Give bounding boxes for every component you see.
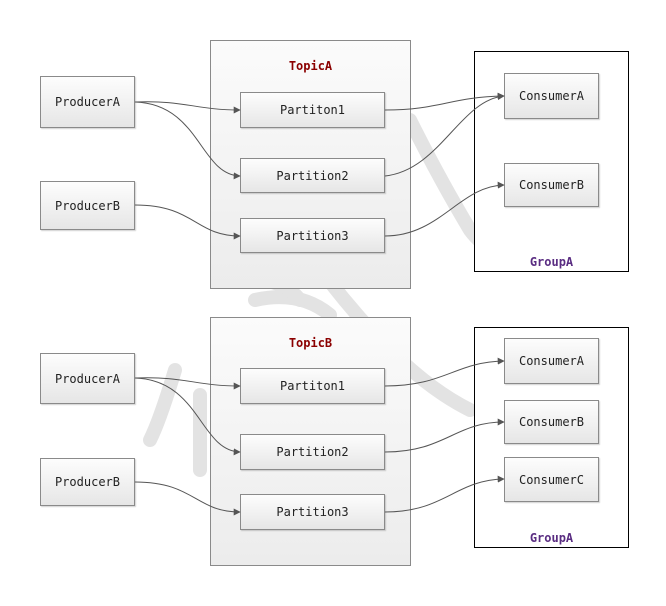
producer-box: ProducerB (40, 181, 135, 230)
consumer-box: ConsumerB (504, 400, 599, 444)
producer-box: ProducerA (40, 76, 135, 128)
partition-box: Partition3 (240, 494, 385, 530)
partition-box: Partition3 (240, 218, 385, 253)
producer-box: ProducerB (40, 458, 135, 506)
consumer-box: ConsumerA (504, 338, 599, 384)
partition-box: Partiton1 (240, 368, 385, 404)
consumer-box: ConsumerC (504, 457, 599, 502)
consumer-box: ConsumerA (504, 73, 599, 119)
topic-title: TopicA (288, 59, 333, 73)
topic-title: TopicB (288, 336, 333, 350)
partition-box: Partition2 (240, 158, 385, 193)
group-title: GroupA (529, 255, 574, 269)
consumer-box: ConsumerB (504, 163, 599, 207)
group-title: GroupA (529, 531, 574, 545)
partition-box: Partiton1 (240, 92, 385, 128)
partition-box: Partition2 (240, 434, 385, 470)
producer-box: ProducerA (40, 353, 135, 404)
